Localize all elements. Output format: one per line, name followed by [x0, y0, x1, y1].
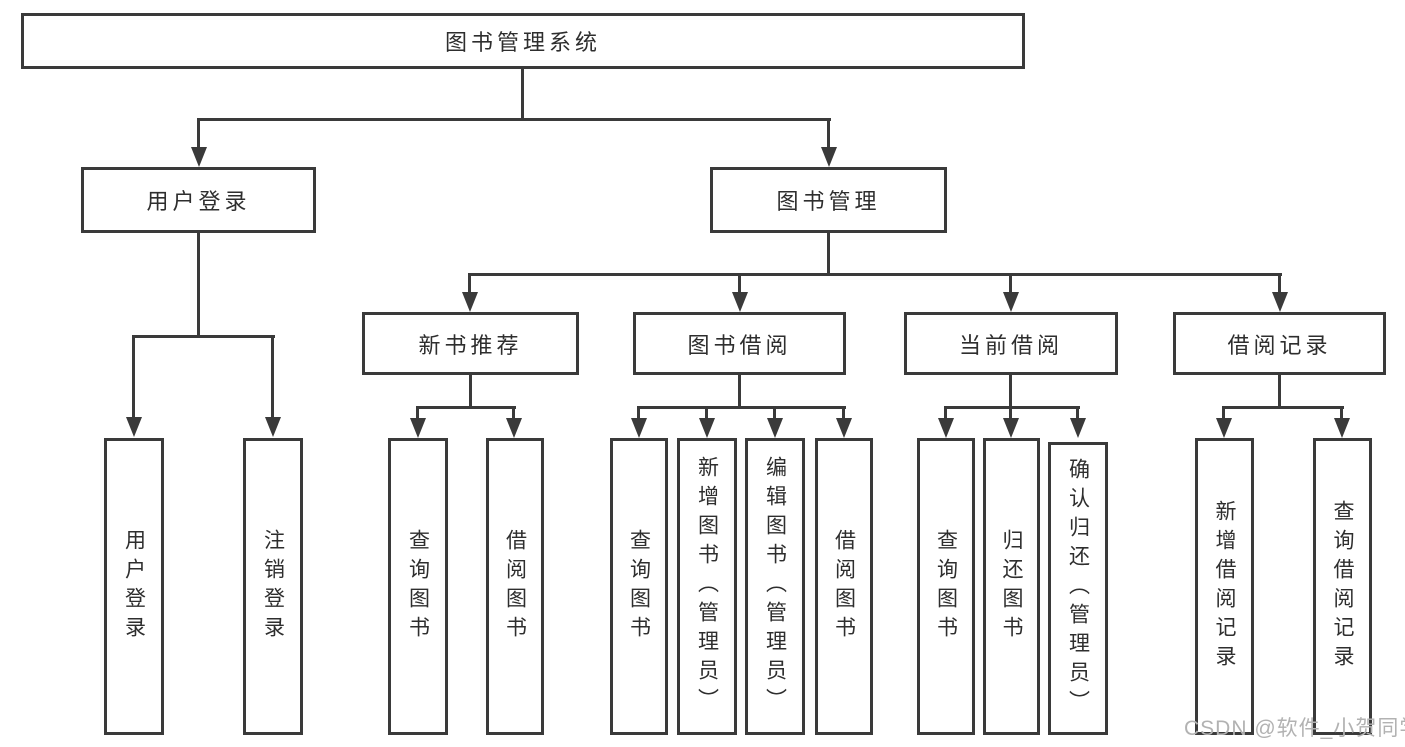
connector-arrowhead [462, 292, 478, 312]
leaf-nbr-borrow-books: 借阅图书 [486, 438, 544, 735]
leaf-cb-query-books: 查询图书 [917, 438, 975, 735]
connector-stem [944, 406, 947, 420]
leaf-bb-add-book-admin: 新增图书（管理员） [677, 438, 737, 735]
connector-stem [842, 406, 845, 420]
connector-hline [637, 406, 846, 409]
connector-stem [469, 375, 472, 406]
connector-hline [132, 335, 275, 338]
connector-stem [738, 375, 741, 406]
connector-stem [827, 233, 830, 273]
connector-arrowhead [732, 292, 748, 312]
connector-stem [468, 273, 471, 294]
leaf-nbr-query-books: 查询图书 [388, 438, 448, 735]
connector-stem [1222, 406, 1225, 420]
leaf-bb-query-books: 查询图书 [610, 438, 668, 735]
leaf-cb-confirm-return-admin: 确认归还（管理员） [1048, 442, 1108, 735]
connector-stem [1009, 406, 1012, 420]
connector-arrowhead [631, 418, 647, 438]
connector-hline [197, 118, 831, 121]
connector-arrowhead [1003, 292, 1019, 312]
connector-stem [705, 406, 708, 420]
connector-arrowhead [938, 418, 954, 438]
connector-stem [197, 118, 200, 149]
leaf-cb-return-books: 归还图书 [983, 438, 1040, 735]
connector-stem [512, 406, 515, 420]
node-current-borrowing: 当前借阅 [904, 312, 1118, 375]
leaf-logout: 注销登录 [243, 438, 303, 735]
connector-arrowhead [1272, 292, 1288, 312]
connector-stem [1278, 375, 1281, 406]
connector-stem [738, 273, 741, 294]
node-user-login: 用户登录 [81, 167, 316, 233]
connector-arrowhead [265, 417, 281, 437]
connector-arrowhead [191, 147, 207, 167]
leaf-bb-edit-book-admin: 编辑图书（管理员） [745, 438, 805, 735]
connector-arrowhead [836, 418, 852, 438]
connector-arrowhead [410, 418, 426, 438]
node-book-management: 图书管理 [710, 167, 947, 233]
connector-hline [416, 406, 516, 409]
leaf-bb-borrow-books: 借阅图书 [815, 438, 873, 735]
connector-stem [197, 233, 200, 336]
connector-stem [1009, 273, 1012, 294]
connector-stem [827, 118, 830, 149]
connector-stem [1009, 375, 1012, 406]
leaf-br-add-borrow-record: 新增借阅记录 [1195, 438, 1254, 735]
connector-stem [521, 69, 524, 118]
connector-stem [1278, 273, 1281, 294]
connector-stem [1076, 406, 1079, 420]
connector-stem [637, 406, 640, 420]
watermark-csdn: CSDN @软件_小贺同学 [1184, 717, 1405, 740]
connector-hline [1222, 406, 1344, 409]
node-book-borrowing: 图书借阅 [633, 312, 846, 375]
connector-hline [944, 406, 1080, 409]
connector-arrowhead [1070, 418, 1086, 438]
connector-hline [469, 273, 1282, 276]
node-library-management-system: 图书管理系统 [21, 13, 1025, 69]
connector-arrowhead [767, 418, 783, 438]
node-new-book-recommendation: 新书推荐 [362, 312, 579, 375]
connector-arrowhead [1003, 418, 1019, 438]
node-borrowing-records: 借阅记录 [1173, 312, 1386, 375]
connector-arrowhead [821, 147, 837, 167]
connector-arrowhead [1334, 418, 1350, 438]
connector-stem [773, 406, 776, 420]
connector-arrowhead [699, 418, 715, 438]
connector-stem [416, 406, 419, 420]
connector-arrowhead [1216, 418, 1232, 438]
connector-stem [1340, 406, 1343, 420]
connector-arrowhead [126, 417, 142, 437]
connector-stem [271, 335, 274, 418]
connector-stem [132, 335, 135, 418]
leaf-br-query-borrow-record: 查询借阅记录 [1313, 438, 1372, 735]
leaf-user-login: 用户登录 [104, 438, 164, 735]
connector-arrowhead [506, 418, 522, 438]
